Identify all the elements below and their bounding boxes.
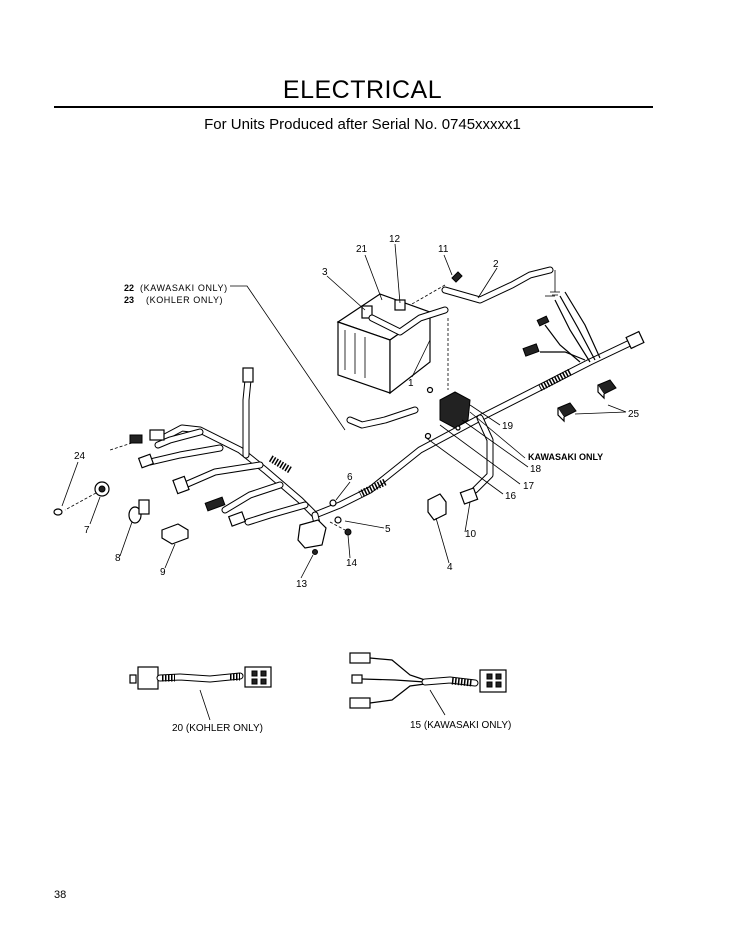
callout-17: 17 <box>523 481 535 492</box>
callout-16: 16 <box>505 491 517 502</box>
callout-9: 9 <box>160 567 166 578</box>
callout-labels: 12 21 11 2 3 22 (KAWASAKI ONLY) 23 (KOHL… <box>74 234 640 734</box>
starter-solenoid <box>424 386 471 440</box>
callout-6: 6 <box>347 472 353 483</box>
callout-12: 12 <box>389 234 401 245</box>
title-rule <box>54 106 653 108</box>
harness-connectors <box>129 315 645 527</box>
callout-10: 10 <box>465 529 477 540</box>
callout-1: 1 <box>408 378 414 389</box>
callout-18: 18 <box>530 464 542 475</box>
callout-4: 4 <box>447 562 453 573</box>
callout-19: 19 <box>502 421 514 432</box>
callout-22-number: 22 <box>124 283 134 293</box>
page-subtitle: For Units Produced after Serial No. 0745… <box>204 116 521 133</box>
small-parts <box>53 271 617 555</box>
callout-25: 25 <box>628 409 640 420</box>
callout-22-note: (KAWASAKI ONLY) <box>140 283 228 293</box>
callout-14: 14 <box>346 558 358 569</box>
callout-23-note: (KOHLER ONLY) <box>146 295 223 305</box>
page-title: ELECTRICAL <box>282 76 443 104</box>
harness-15-kawasaki <box>349 652 507 716</box>
callout-15-kawasaki: 15 (KAWASAKI ONLY) <box>410 720 511 731</box>
callout-8: 8 <box>115 553 121 564</box>
callout-11: 11 <box>438 244 449 255</box>
callout-20-kohler: 20 (KOHLER ONLY) <box>172 723 263 734</box>
harness-20-kohler <box>129 666 272 721</box>
callout-23-number: 23 <box>124 295 134 305</box>
callout-7: 7 <box>84 525 90 536</box>
kawasaki-only-note: KAWASAKI ONLY <box>528 452 603 462</box>
callout-leaders <box>61 243 627 579</box>
callout-5: 5 <box>385 524 391 535</box>
callout-2: 2 <box>493 259 499 270</box>
battery <box>336 266 560 429</box>
callout-13: 13 <box>296 579 308 590</box>
callout-3: 3 <box>322 267 328 278</box>
page-number: 38 <box>54 889 67 901</box>
callout-24: 24 <box>74 451 86 462</box>
callout-21: 21 <box>356 244 368 255</box>
